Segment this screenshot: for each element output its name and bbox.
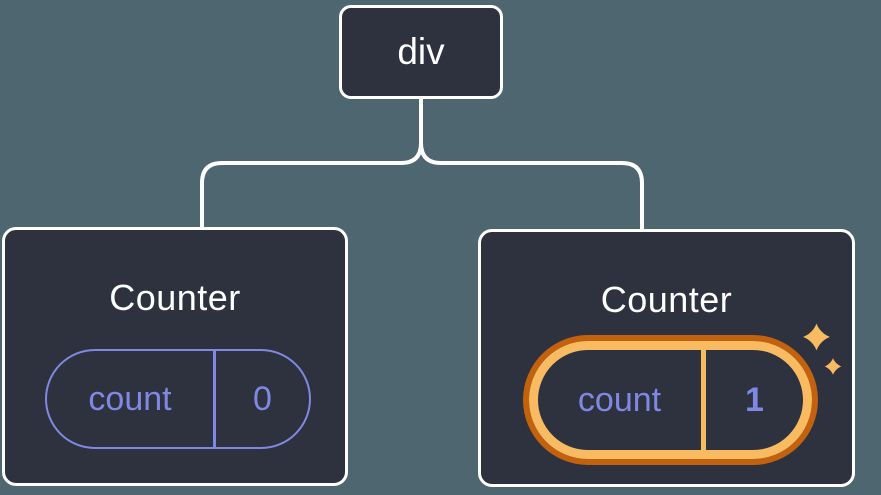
counter-card-left: Counter count 0: [2, 227, 348, 486]
state-value-label: 0: [253, 379, 272, 418]
state-pill-count-1-highlighted: count 1: [529, 341, 812, 459]
connector-right-branch: [419, 99, 644, 232]
sparkle-icons: [797, 318, 847, 380]
sparkle-icon-small: [819, 353, 847, 380]
sparkle-icon-large: [797, 318, 836, 356]
root-node-label: div: [397, 31, 445, 72]
state-value-label: 1: [745, 380, 764, 419]
connector-left-branch: [200, 99, 423, 230]
pill-divider: [701, 350, 706, 450]
counter-card-right: Counter count 1: [478, 229, 855, 487]
state-key-label: count: [88, 379, 172, 418]
root-node-div: div: [339, 5, 503, 99]
pill-divider: [213, 351, 216, 447]
state-key-label: count: [577, 380, 662, 419]
counter-card-title: Counter: [600, 279, 733, 320]
state-pill-count-0: count 0: [45, 349, 311, 449]
counter-card-title: Counter: [109, 277, 241, 318]
